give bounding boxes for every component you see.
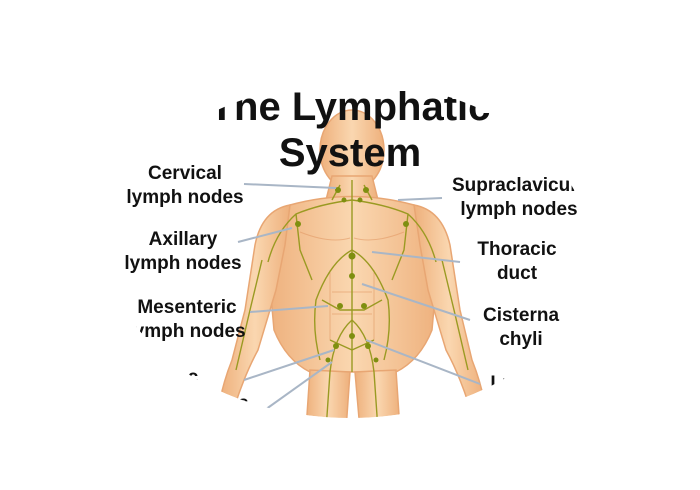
label-cisterna-chyli: Cisterna chyli (466, 304, 576, 352)
label-cervical-line1: Cervical (148, 163, 222, 184)
label-axillary-line2: lymph nodes (124, 253, 242, 274)
label-axillary: Axillary lymph nodes (118, 228, 248, 276)
diagram-title-line2: System (278, 131, 422, 175)
label-iliac-line1: iac (171, 367, 199, 388)
label-mesenteric: Mesenteric lymph nodes (122, 296, 252, 344)
label-cisterna-line1: Cisterna (482, 305, 560, 326)
label-iliac-partial: iac (165, 366, 205, 390)
label-lumbar-line1: Lu (490, 373, 514, 394)
label-iliac-partial2: es (218, 392, 258, 416)
label-supraclavicular-line2: lymph nodes (460, 199, 578, 220)
label-mesenteric-line1: Mesenteric (137, 297, 237, 318)
label-thoracic-duct: Thoracic duct (462, 238, 572, 286)
diagram-title-line1: The Lymphatic (209, 85, 491, 129)
label-cisterna-line2: chyli (499, 329, 543, 350)
label-cervical: Cervical lymph nodes (120, 162, 250, 210)
label-axillary-line1: Axillary (148, 229, 218, 250)
label-mesenteric-line2: lymph nodes (128, 321, 246, 342)
label-supraclavicular-line1: Supraclavicula (451, 175, 587, 196)
label-lumbar-partial: Lu (482, 372, 522, 396)
label-thoracic-line1: Thoracic (477, 239, 557, 260)
label-thoracic-line2: duct (496, 263, 538, 284)
label-iliac-line2: es (227, 393, 249, 414)
label-cervical-line2: lymph nodes (126, 187, 244, 208)
label-supraclavicular: Supraclavicula lymph nodes (444, 174, 594, 222)
